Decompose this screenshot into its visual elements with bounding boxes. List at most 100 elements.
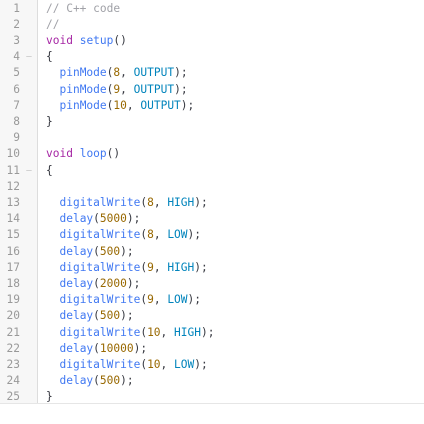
punctuation-token: ) [120,33,127,47]
code-line[interactable]: 21 digitalWrite(10, HIGH); [0,325,424,341]
function-token: digitalWrite [59,357,141,371]
fold-toggle-icon[interactable]: – [26,165,32,176]
code-line[interactable]: 23 digitalWrite(10, LOW); [0,357,424,373]
punctuation-token: ) [194,357,202,371]
function-token: delay [59,374,94,388]
number-token: 9 [147,293,154,307]
line-number: 14 [6,212,20,226]
number-token: 10 [147,325,161,339]
whitespace [46,66,59,79]
number-token: 10 [113,98,127,112]
number-token: 9 [147,260,154,274]
code-line[interactable]: 7 pinMode(10, OUTPUT); [0,98,424,114]
line-number: 25 [6,390,20,404]
punctuation-token: ; [194,293,202,307]
punctuation-token: ; [133,276,141,290]
line-code: delay(5000); [46,211,140,227]
function-token: digitalWrite [59,325,141,339]
punctuation-token: , [120,66,127,80]
punctuation-token: ( [93,341,100,355]
code-line[interactable]: 6 pinMode(9, OUTPUT); [0,82,424,98]
line-code: delay(500); [46,244,134,260]
line-code: digitalWrite(10, HIGH); [46,325,214,341]
code-line[interactable]: 22 delay(10000); [0,341,424,357]
code-line[interactable]: 8} [0,114,424,130]
line-number: 11 [6,163,20,177]
line-number: 23 [6,357,20,371]
code-comment: // [46,17,60,31]
fold-toggle-icon[interactable]: – [26,52,32,63]
punctuation-token: ) [201,325,208,339]
function-token: delay [59,276,94,290]
punctuation-token: ; [180,66,188,80]
constant-token: HIGH [174,325,201,339]
number-token: 500 [99,309,121,323]
code-line[interactable]: 12 [0,179,424,195]
line-code: delay(500); [46,373,134,389]
code-line[interactable]: 20 delay(500); [0,308,424,324]
punctuation-token: ( [106,82,114,96]
code-line[interactable]: 17 digitalWrite(9, HIGH); [0,260,424,276]
code-line[interactable]: 13 digitalWrite(8, HIGH); [0,195,424,211]
whitespace [127,66,134,79]
line-code: digitalWrite(9, HIGH); [46,260,207,276]
punctuation-token: ; [126,244,134,258]
constant-token: OUTPUT [140,98,181,112]
punctuation-token: { [46,163,53,177]
punctuation-token: , [153,228,161,242]
punctuation-token: ( [140,357,148,371]
code-line[interactable]: 5 pinMode(8, OUTPUT); [0,65,424,81]
code-line[interactable]: 16 delay(500); [0,244,424,260]
punctuation-token: ( [106,66,114,80]
whitespace [46,99,59,112]
punctuation-token: ( [140,293,148,307]
punctuation-token: ; [194,228,202,242]
punctuation-token: ) [187,228,195,242]
punctuation-token: ( [140,228,148,242]
constant-token: HIGH [167,260,195,274]
code-line[interactable]: 19 digitalWrite(9, LOW); [0,292,424,308]
line-number: 9 [13,131,20,145]
function-token: digitalWrite [59,293,141,307]
code-line[interactable]: 18 delay(2000); [0,276,424,292]
line-code: void setup() [46,33,127,49]
line-number: 6 [13,82,20,96]
code-line[interactable]: 25} [0,389,424,405]
code-line[interactable]: 11– { [0,163,424,179]
keyword-token: void [46,147,73,161]
constant-token: OUTPUT [133,66,175,80]
constant-token: LOW [174,357,195,371]
code-line[interactable]: 9 [0,130,424,146]
punctuation-token: ( [113,33,121,47]
whitespace [46,326,59,339]
punctuation-token: } [46,390,53,404]
code-line[interactable]: 1// C++ code [0,1,424,17]
line-number: 13 [6,195,20,209]
constant-token: OUTPUT [133,82,175,96]
line-number: 19 [6,293,20,307]
line-code: pinMode(10, OUTPUT); [46,98,194,114]
line-code: digitalWrite(8, HIGH); [46,195,207,211]
line-code: digitalWrite(10, LOW); [46,357,207,373]
whitespace [127,83,134,96]
line-number: 1 [13,1,20,15]
punctuation-token: ; [126,309,134,323]
punctuation-token: ; [126,374,134,388]
line-code: void loop() [46,146,120,162]
line-number: 18 [6,276,20,290]
code-line[interactable]: 14 delay(5000); [0,211,424,227]
whitespace [46,212,59,225]
code-line[interactable]: 24 delay(500); [0,373,424,389]
constant-token: LOW [167,228,188,242]
number-token: 500 [99,244,121,258]
code-line[interactable]: 15 digitalWrite(8, LOW); [0,227,424,243]
punctuation-token: ( [106,147,114,161]
code-line[interactable]: 4–{ [0,49,424,65]
punctuation-token: ) [187,293,195,307]
line-code: pinMode(9, OUTPUT); [46,82,187,98]
punctuation-token: ( [93,212,100,226]
code-line[interactable]: 2// [0,17,424,33]
